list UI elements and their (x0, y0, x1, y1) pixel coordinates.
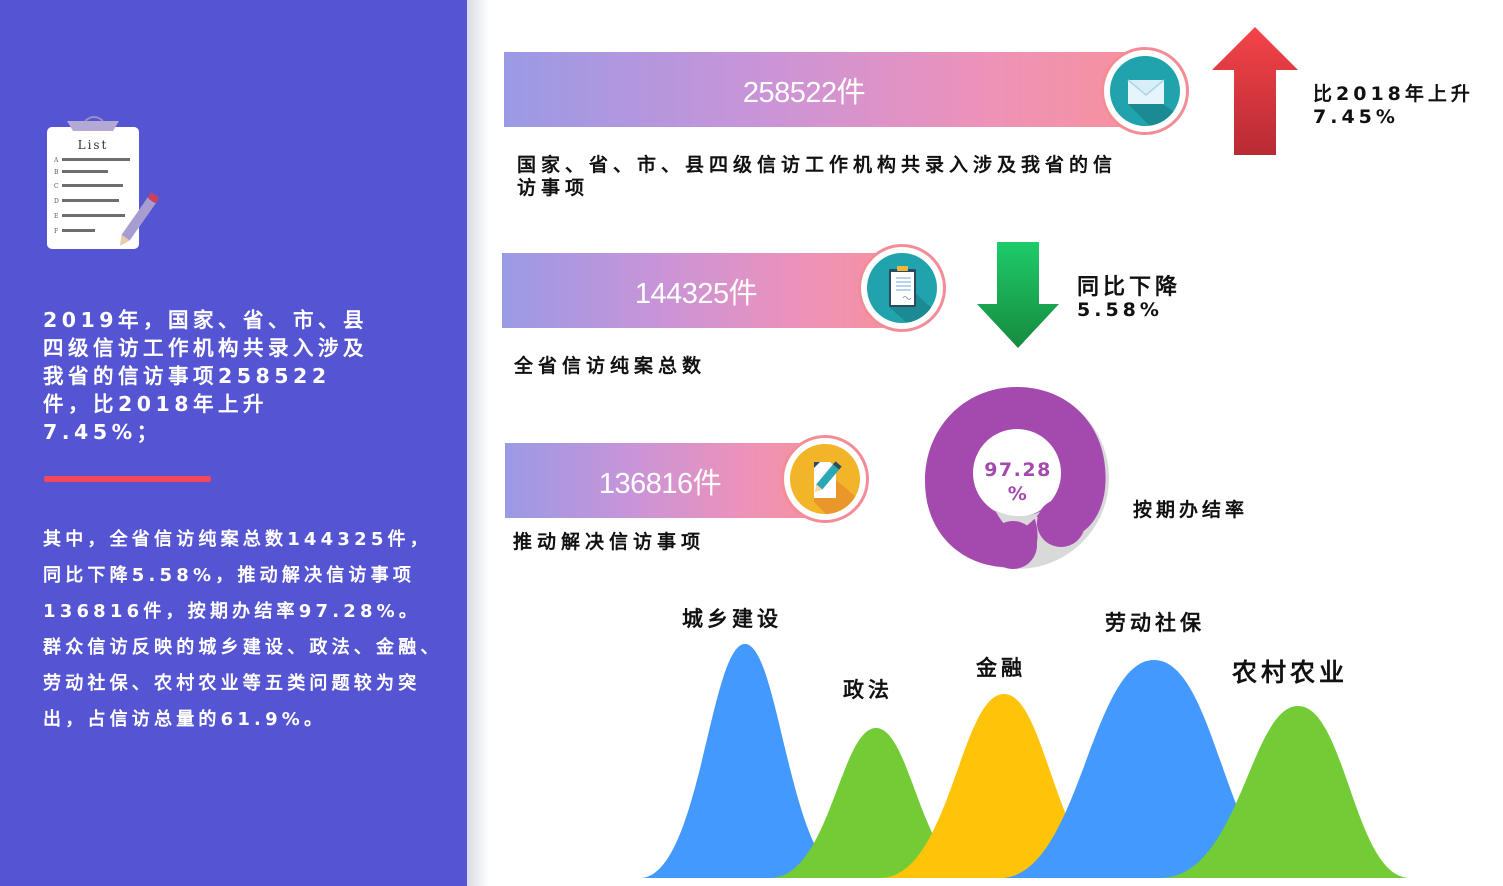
svg-text:B: B (54, 169, 59, 176)
clipboard-list-icon: List ABC D E F (47, 116, 159, 249)
completion-rate-unit: % (1007, 483, 1029, 505)
stat-bar-resolved: 136816件 (505, 443, 825, 518)
stat-badge-resolved (781, 435, 869, 523)
stat-caption-net-cases: 全省信访纯案总数 (514, 355, 707, 377)
completion-rate-value: 97.28 % (972, 458, 1064, 506)
stat-badge-net-cases (858, 244, 946, 332)
intro-summary-text: 2019年，国家、省、市、县四级信访工作机构共录入涉及我省的信访事项258522… (43, 308, 369, 444)
category-label-labor: 劳动社保 (1105, 611, 1205, 635)
peak-labor-social-security (1000, 660, 1300, 878)
peak-rural-agriculture (1160, 706, 1410, 878)
peak-politics-law (770, 728, 980, 878)
category-label-agriculture: 农村农业 (1232, 658, 1349, 687)
svg-text:C: C (54, 183, 59, 190)
panel-shadow (467, 0, 489, 886)
decrease-change-text: 同比下降 5.58% (1077, 276, 1217, 322)
clipboard-icon (889, 266, 937, 323)
increase-label: 比2018年上升 (1313, 83, 1474, 105)
stat-badge-total-records (1101, 47, 1189, 135)
svg-text:A: A (53, 157, 59, 164)
increase-value: 7.45% (1313, 106, 1399, 128)
envelope-icon (1127, 79, 1180, 126)
category-label-urban-rural: 城乡建设 (682, 607, 782, 631)
completion-rate-label: 按期办结率 (1133, 499, 1249, 521)
category-label-finance: 金融 (976, 656, 1026, 680)
svg-text:E: E (54, 213, 58, 220)
arrow-down-icon (977, 242, 1059, 348)
completion-rate-number: 97.28 (984, 459, 1052, 481)
category-peak-chart (640, 644, 1410, 878)
svg-text:D: D (54, 198, 59, 205)
stat-bar-total-records: 258522件 (504, 52, 1144, 127)
stat-value-net-cases: 144325件 (634, 277, 758, 310)
stat-value-total-records: 258522件 (742, 76, 866, 109)
edit-document-icon (814, 461, 860, 514)
arrow-up-icon (1212, 27, 1298, 155)
peak-urban-rural-construction (640, 644, 850, 878)
category-label-politics-law: 政法 (843, 678, 893, 702)
increase-change-text: 比2018年上升 7.45% (1313, 83, 1493, 129)
svg-text:F: F (54, 228, 58, 235)
completion-rate-donut (925, 387, 1109, 569)
svg-text:List: List (78, 138, 109, 152)
stat-caption-resolved: 推动解决信访事项 (513, 531, 706, 553)
decrease-label: 同比下降 (1077, 275, 1182, 300)
detail-summary-text: 其中，全省信访纯案总数144325件，同比下降5.58%，推动解决信访事项136… (43, 529, 443, 730)
section-divider (44, 476, 211, 482)
decrease-value: 5.58% (1077, 299, 1163, 321)
stat-caption-total-records: 国家、省、市、县四级信访工作机构共录入涉及我省的信访事项 (517, 154, 1118, 199)
stat-bar-net-cases: 144325件 (502, 253, 902, 328)
stat-value-resolved: 136816件 (598, 467, 722, 500)
